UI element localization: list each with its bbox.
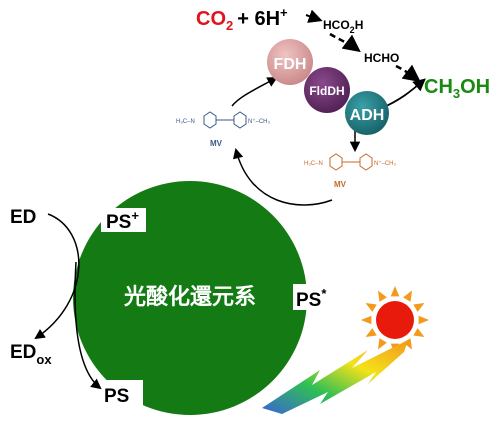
sun-ray xyxy=(403,290,412,302)
sun-ray xyxy=(390,286,400,297)
ps-regeneration-arrow xyxy=(74,261,102,390)
co2-text: CO xyxy=(196,8,226,30)
sun-ray xyxy=(378,290,387,302)
methanol-sub: 3 xyxy=(453,86,460,101)
sun-rays xyxy=(361,286,429,354)
fldh-label: FldDH xyxy=(309,84,344,98)
ps-star-label: PS* xyxy=(293,284,337,311)
sun-ray xyxy=(361,315,372,325)
svg-text:PS+: PS+ xyxy=(106,208,139,233)
photoredox-circle xyxy=(73,181,307,415)
mv-oxidized-structure xyxy=(203,111,247,129)
methanol-b: OH xyxy=(460,76,490,98)
sun-ray xyxy=(418,315,429,325)
ed-label: ED xyxy=(10,207,36,228)
mv-ox-right-methyl: N⁺–CH₃ xyxy=(248,118,271,125)
ed-ox-text: ED xyxy=(10,342,36,363)
sun-icon xyxy=(361,286,429,354)
svg-text:PS*: PS* xyxy=(296,286,327,311)
mv-reduced-label: MV xyxy=(334,180,347,189)
mv-red-right-methyl: N⁺–CH₃ xyxy=(374,160,397,167)
ps-star-text: PS xyxy=(296,290,321,311)
formic-acid-sub: 2 xyxy=(350,25,355,35)
adh-to-methanol-arrow xyxy=(381,78,426,109)
hcho-to-methanol-arrow xyxy=(395,64,421,83)
formaldehyde-label: HCHO xyxy=(364,51,399,65)
protons-text: + 6H xyxy=(237,8,280,30)
ed-to-edox-arrow xyxy=(34,213,80,340)
co2-label: CO2 + 6H+ xyxy=(196,5,288,33)
co2-sub: 2 xyxy=(226,18,233,33)
sun-ray xyxy=(365,303,377,312)
ps-star-sup: * xyxy=(321,286,327,301)
ps-plus-sup: + xyxy=(131,208,139,223)
ed-ox-sub: ox xyxy=(36,352,52,367)
ed-ox-label: EDox xyxy=(10,342,52,367)
mv-red-left-methyl: H₃C–N xyxy=(304,161,323,167)
formic-acid-a: HCO xyxy=(323,18,350,32)
mv-to-fdh-arrow xyxy=(231,76,278,107)
sun-ray xyxy=(413,303,425,312)
formic-acid-b: H xyxy=(355,18,364,32)
ps-to-mv-arrow xyxy=(232,147,333,206)
formic-acid-label: HCO2H xyxy=(323,18,363,35)
fldh-enzyme: FldDH xyxy=(304,67,350,113)
mv-reduced-structure xyxy=(329,153,373,171)
mv-ox-left-methyl: H₃C–N xyxy=(176,119,195,125)
sun-ray xyxy=(403,338,412,350)
ps-label: PS xyxy=(101,380,143,407)
methanol-label: CH3OH xyxy=(424,76,490,101)
ps-plus-text: PS xyxy=(106,212,131,233)
methanol-a: CH xyxy=(424,76,453,98)
mv-oxidized-label: MV xyxy=(210,139,223,148)
adh-label: ADH xyxy=(350,107,385,124)
protons-sup: + xyxy=(280,5,288,20)
co2-to-formate-arrow xyxy=(305,9,323,23)
sun-ray xyxy=(365,328,377,337)
ps-plus-label: PS+ xyxy=(101,208,146,233)
ps-text: PS xyxy=(104,386,129,407)
center-label: 光酸化還元系 xyxy=(123,284,256,310)
formate-to-hcho-arrow xyxy=(329,32,361,53)
fdh-enzyme: FDH xyxy=(267,39,313,85)
fdh-label: FDH xyxy=(274,56,307,73)
adh-enzyme: ADH xyxy=(345,91,389,135)
sun-ray xyxy=(378,338,387,350)
light-bolt-icon xyxy=(262,340,408,414)
sun-ray xyxy=(413,328,425,337)
